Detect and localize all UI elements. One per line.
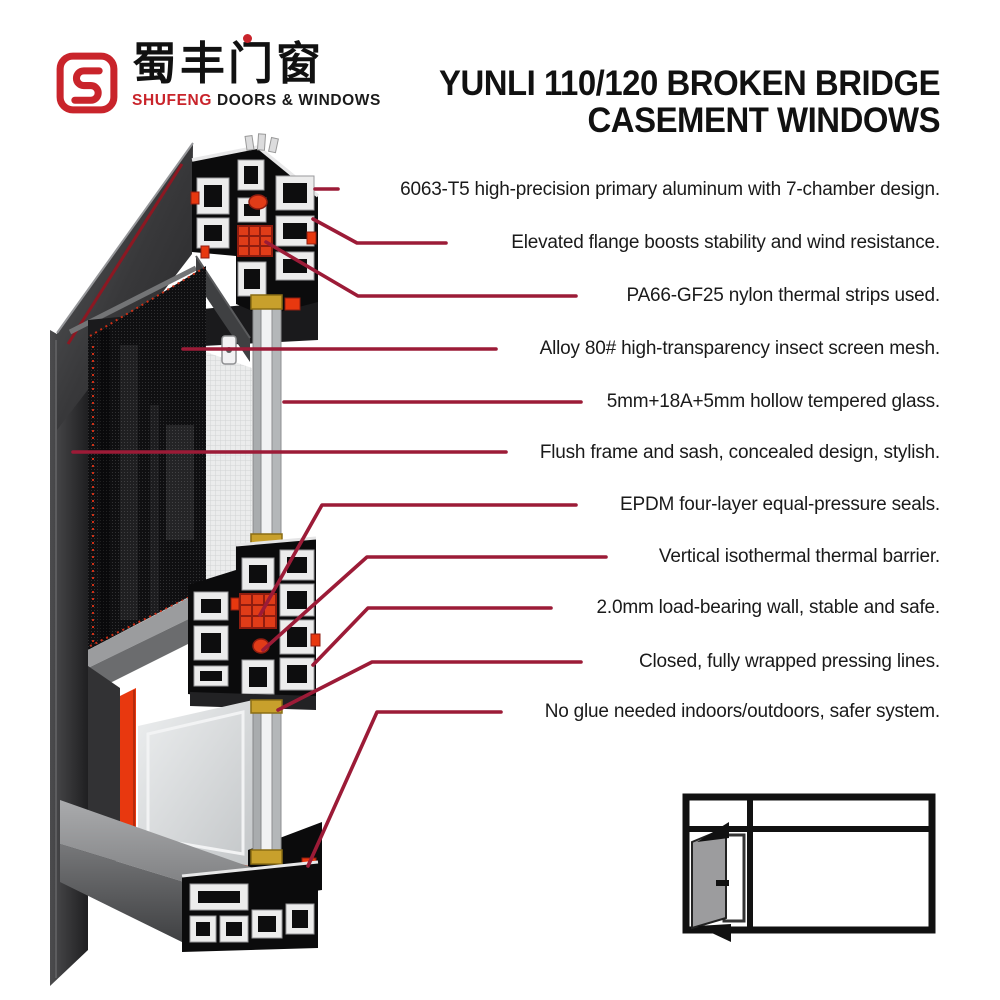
callout-label-3: PA66-GF25 nylon thermal strips used. (626, 285, 941, 306)
callout-label-9: 2.0mm load-bearing wall, stable and safe… (596, 597, 941, 618)
window-handle (716, 880, 729, 886)
callout-leader-lines (71, 187, 608, 868)
leader-line-11 (306, 710, 503, 868)
callout-label-8: Vertical isothermal thermal barrier. (658, 546, 940, 567)
logo-chinese-text: 蜀丰门窗 (132, 37, 325, 90)
glass-pane (252, 307, 262, 550)
casement-window-elevation-icon (682, 793, 936, 942)
open-casement-pane (691, 826, 727, 930)
logo-red-dot (243, 34, 252, 43)
callout-label-7: EPDM four-layer equal-pressure seals. (620, 494, 940, 515)
leader-line-9 (311, 606, 553, 667)
spacer-bar (250, 849, 283, 865)
shufeng-logo-icon (56, 52, 118, 114)
title-line1: YUNLI 110/120 BROKEN BRIDGE (438, 64, 941, 104)
sash-band (196, 256, 250, 362)
leader-line-2 (311, 217, 448, 245)
callout-label-5: 5mm+18A+5mm hollow tempered glass. (606, 391, 940, 412)
glass-pane (271, 711, 282, 853)
head-section-cutaway (190, 133, 320, 316)
callout-label-2: Elevated flange boosts stability and win… (511, 232, 940, 253)
sill-section-cutaway (60, 800, 319, 952)
window-frame-render (50, 133, 322, 986)
head-red-pinstripe (66, 163, 184, 345)
insect-screen-mesh (88, 266, 206, 650)
logo-english-suffix: DOORS & WINDOWS (216, 92, 381, 109)
glass-face (138, 700, 253, 868)
leader-line-8 (261, 555, 608, 652)
callout-label-1: 6063-T5 high-precision primary aluminum … (400, 179, 940, 200)
glass-pane (271, 307, 282, 550)
leader-line-3 (264, 240, 578, 298)
leader-line-7 (258, 503, 578, 617)
glass-pane (252, 711, 262, 853)
red-gasket-vertical (120, 688, 136, 856)
title-line2: CASEMENT WINDOWS (587, 101, 940, 141)
callout-label-10: Closed, fully wrapped pressing lines. (639, 651, 940, 672)
mesh-red-dashed-edge (89, 267, 205, 337)
logo-english-name: SHUFENG (132, 92, 212, 109)
leader-line-10 (276, 660, 583, 712)
spacer-bar (250, 294, 283, 310)
callout-label-6: Flush frame and sash, concealed design, … (539, 442, 940, 463)
page-title: YUNLI 110/120 BROKEN BRIDGE CASEMENT WIN… (438, 64, 941, 141)
callout-label-4: Alloy 80# high-transparency insect scree… (539, 338, 941, 359)
mesh-light-backdrop (206, 352, 252, 588)
callout-label-11: No glue needed indoors/outdoors, safer s… (544, 701, 941, 722)
